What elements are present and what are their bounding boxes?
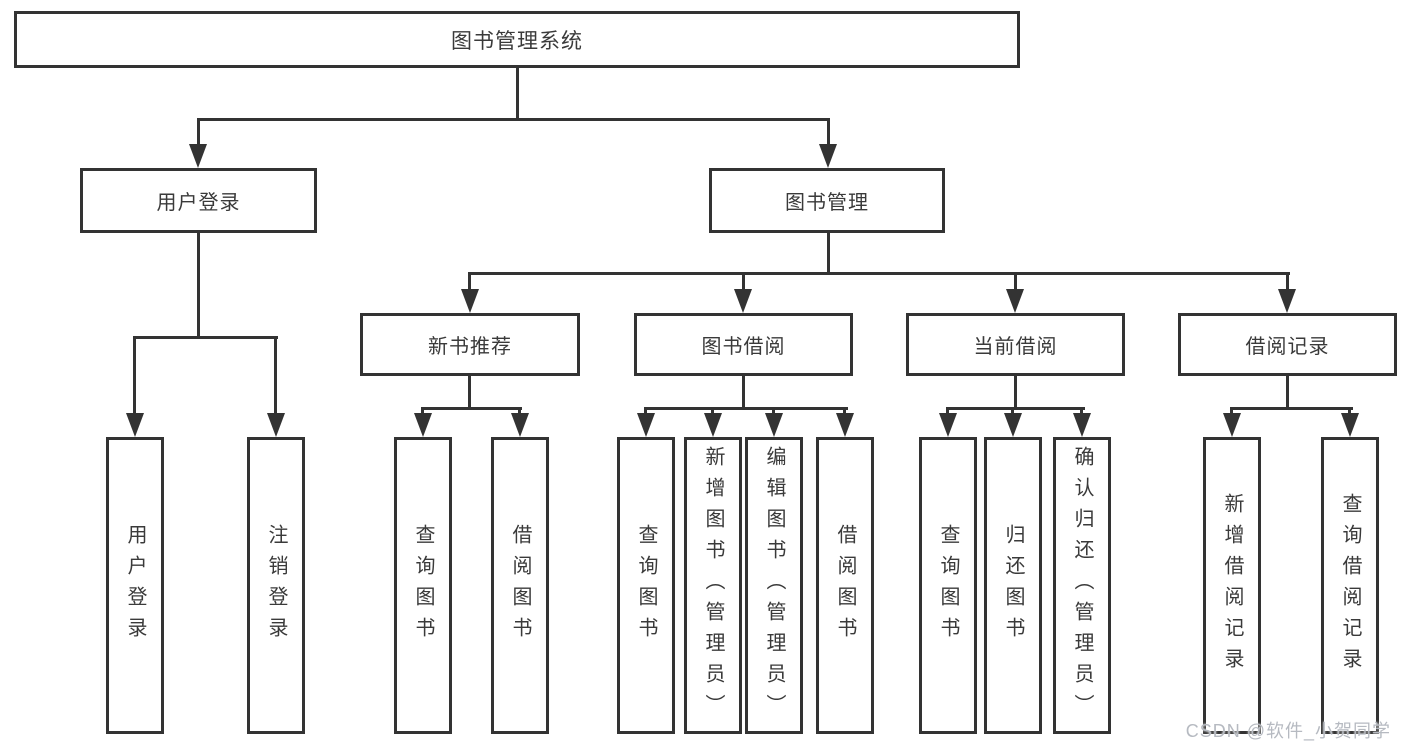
connector-line [843,407,846,416]
node-book-management-label: 图书管理 [785,192,869,214]
connector-line [518,407,521,416]
arrow-down-icon [819,144,837,168]
node-user-login: 用户登录 [80,168,317,233]
arrow-down-icon [765,413,783,437]
node-new-book-recommend: 新书推荐 [360,313,580,376]
arrow-down-icon [189,144,207,168]
leaf-edit-books-admin: 编辑图书（管理员） [745,437,803,734]
node-root: 图书管理系统 [14,11,1020,68]
node-current-borrowing: 当前借阅 [906,313,1125,376]
arrow-down-icon [267,413,285,437]
leaf-query-books-borrowing-label: 查询图书 [635,523,657,648]
arrow-down-icon [1006,289,1024,313]
connector-line [421,407,424,416]
arrow-down-icon [126,413,144,437]
connector-line [133,336,136,416]
connector-line [1286,373,1289,409]
leaf-borrow-books-recommend-label: 借阅图书 [509,523,531,648]
arrow-down-icon [637,413,655,437]
connector-line [1014,272,1017,292]
leaf-logout-label: 注销登录 [265,523,287,648]
connector-line [274,336,277,416]
node-borrow-records: 借阅记录 [1178,313,1397,376]
connector-line [197,231,200,338]
node-book-borrowing-label: 图书借阅 [701,336,786,358]
leaf-return-books: 归还图书 [984,437,1042,734]
leaf-query-books-recommend: 查询图书 [394,437,452,734]
arrow-down-icon [1278,289,1296,313]
connector-line [133,336,278,339]
connector-line [1014,373,1017,409]
arrow-down-icon [1004,413,1022,437]
leaf-edit-books-admin-label: 编辑图书（管理员） [763,446,785,725]
leaf-logout: 注销登录 [247,437,305,734]
arrow-down-icon [414,413,432,437]
connector-line [946,407,949,416]
leaf-query-borrow-record: 查询借阅记录 [1321,437,1379,734]
arrow-down-icon [836,413,854,437]
node-new-book-recommend-label: 新书推荐 [428,336,512,358]
connector-line [772,407,775,416]
leaf-borrow-books: 借阅图书 [816,437,874,734]
arrow-down-icon [1073,413,1091,437]
leaf-confirm-return-admin: 确认归还（管理员） [1053,437,1111,734]
connector-line [1348,407,1351,416]
leaf-return-books-label: 归还图书 [1002,523,1024,648]
connector-line [1011,407,1014,416]
leaf-add-borrow-record: 新增借阅记录 [1203,437,1261,734]
connector-line [468,373,471,409]
leaf-confirm-return-admin-label: 确认归还（管理员） [1071,446,1093,725]
arrow-down-icon [704,413,722,437]
leaf-add-borrow-record-label: 新增借阅记录 [1221,492,1243,679]
arrow-down-icon [939,413,957,437]
leaf-query-borrow-record-label: 查询借阅记录 [1339,492,1361,679]
connector-line [1230,407,1233,416]
leaf-query-books-borrowing: 查询图书 [617,437,675,734]
leaf-add-books-admin: 新增图书（管理员） [684,437,742,734]
connector-line [1286,272,1289,292]
leaf-query-books-recommend-label: 查询图书 [412,523,434,648]
connector-line [1080,407,1083,416]
arrow-down-icon [1223,413,1241,437]
node-root-label: 图书管理系统 [451,29,583,53]
connector-line [468,272,471,292]
leaf-borrow-books-label: 借阅图书 [834,523,856,648]
arrow-down-icon [734,289,752,313]
connector-line [197,118,830,121]
connector-line [946,407,1085,410]
leaf-borrow-books-recommend: 借阅图书 [491,437,549,734]
node-book-management: 图书管理 [709,168,945,233]
connector-line [516,66,519,120]
connector-line [742,373,745,409]
leaf-query-books-current: 查询图书 [919,437,977,734]
connector-line [421,407,522,410]
connector-line [644,407,647,416]
arrow-down-icon [511,413,529,437]
connector-line [644,407,848,410]
leaf-query-books-current-label: 查询图书 [937,523,959,648]
leaf-user-login: 用户登录 [106,437,164,734]
connector-line [468,272,1290,275]
node-user-login-label: 用户登录 [156,192,241,214]
connector-line [827,231,830,274]
leaf-user-login-label: 用户登录 [124,523,146,648]
leaf-add-books-admin-label: 新增图书（管理员） [702,446,724,725]
watermark: CSDN @软件_小贺同学 [1185,721,1391,741]
connector-line [742,272,745,292]
connector-line [197,118,200,146]
arrow-down-icon [461,289,479,313]
arrow-down-icon [1341,413,1359,437]
connector-line [1230,407,1353,410]
node-book-borrowing: 图书借阅 [634,313,853,376]
connector-line [827,118,830,146]
connector-line [711,407,714,416]
node-borrow-records-label: 借阅记录 [1245,336,1330,358]
node-current-borrowing-label: 当前借阅 [973,336,1058,358]
